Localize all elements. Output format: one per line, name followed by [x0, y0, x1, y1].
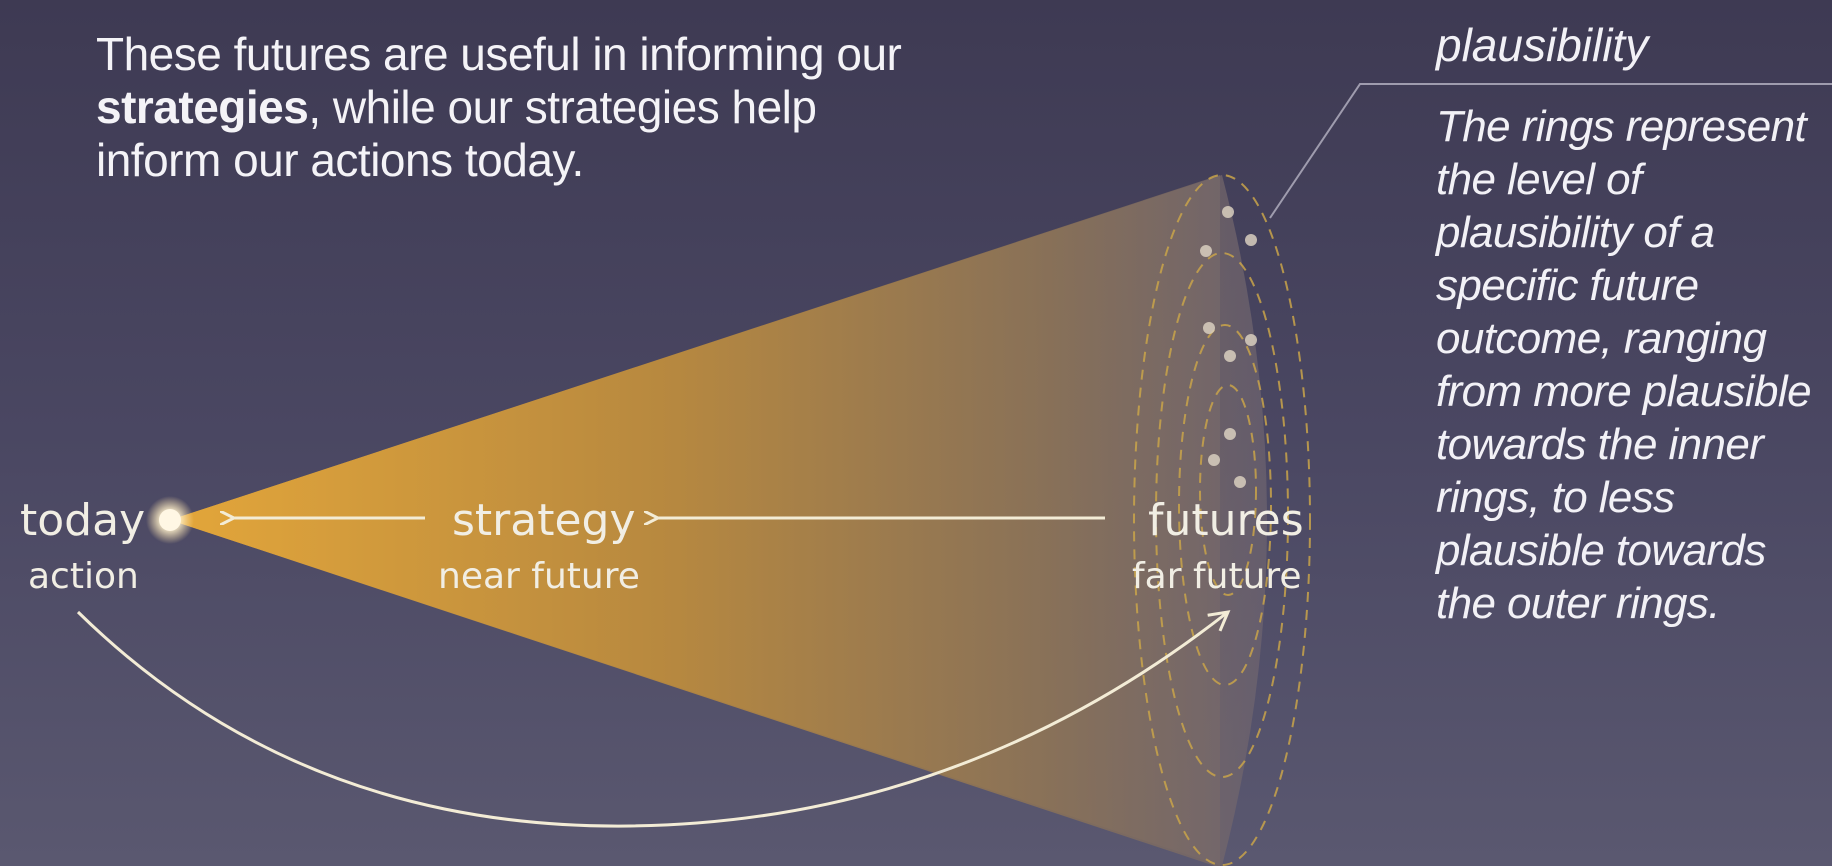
future-dot — [1222, 206, 1234, 218]
plausibility-description: The rings represent the level of plausib… — [1436, 102, 1812, 628]
ring-2 — [1178, 324, 1272, 686]
label-near-future: near future — [438, 556, 640, 597]
label-futures: futures — [1148, 495, 1304, 546]
plausibility-leader-line — [1269, 83, 1832, 219]
intro-part-1: These futures are useful in informing ou… — [96, 28, 902, 80]
ring-3 — [1155, 252, 1289, 778]
ring-outer — [1133, 174, 1311, 866]
future-dot — [1245, 334, 1257, 346]
plausibility-rings — [1133, 174, 1311, 866]
label-today: today — [20, 495, 145, 546]
future-dot — [1224, 428, 1236, 440]
future-dot — [1234, 476, 1246, 488]
label-far-future: far future — [1132, 556, 1302, 597]
plausibility-title: plausibility — [1436, 19, 1649, 71]
intro-bold-strategies: strategies — [96, 81, 309, 133]
label-strategy: strategy — [452, 495, 636, 546]
futures-cone-body — [170, 175, 1267, 866]
label-action: action — [28, 556, 139, 597]
arrow-action-to-future — [76, 610, 1231, 828]
future-dots — [1200, 206, 1257, 488]
future-dot — [1224, 350, 1236, 362]
intro-part-2: , while our strategies help inform our a… — [96, 81, 817, 186]
future-dot — [1245, 234, 1257, 246]
today-point — [159, 509, 181, 531]
future-dot — [1200, 245, 1212, 257]
intro-text: These futures are useful in informing ou… — [96, 28, 916, 187]
future-dot — [1203, 322, 1215, 334]
ring-inner — [1199, 384, 1257, 596]
future-dot — [1208, 454, 1220, 466]
